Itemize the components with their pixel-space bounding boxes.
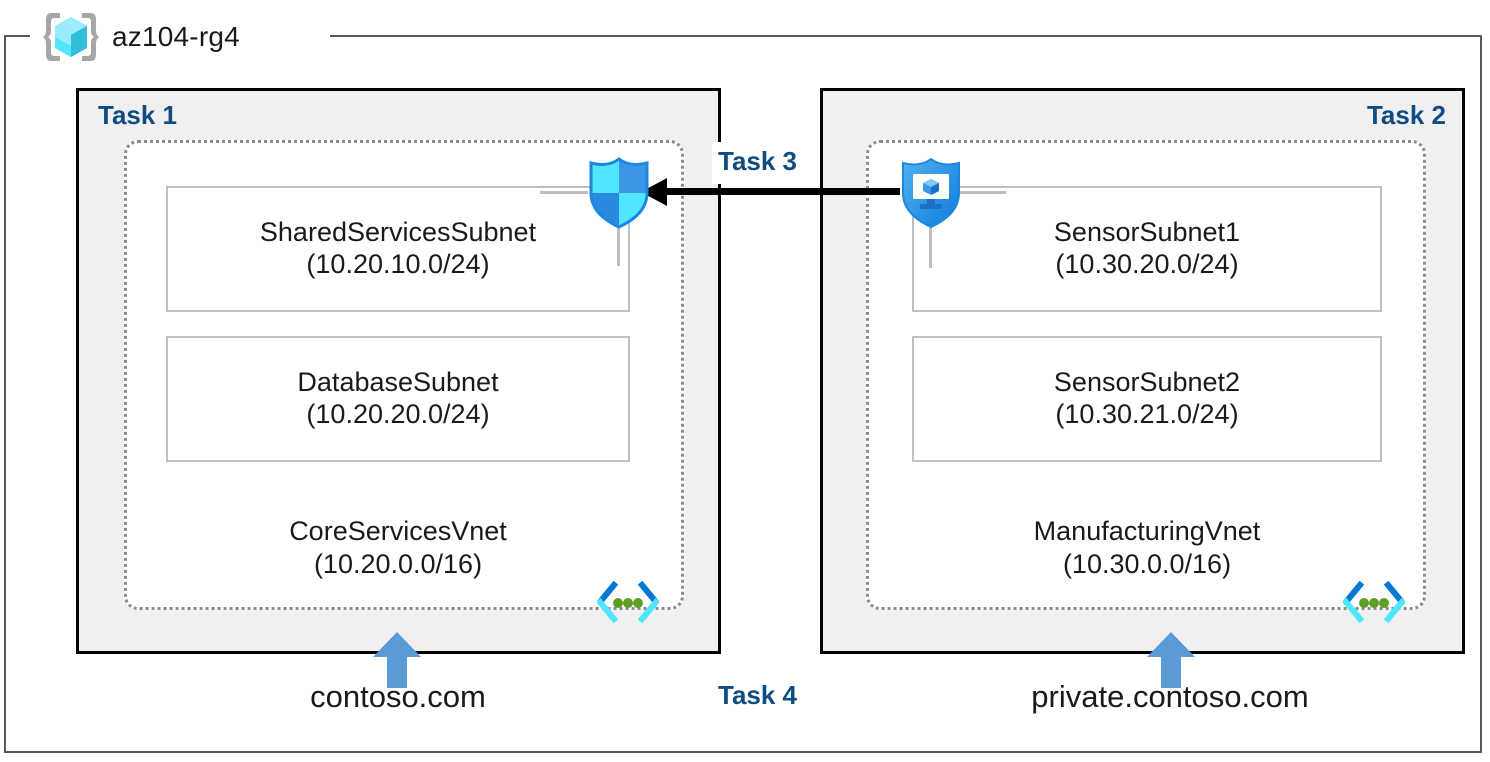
core-services-vnet-label: CoreServicesVnet (10.20.0.0/16) [166,515,630,581]
subnet-shared-services: SharedServicesSubnet (10.20.10.0/24) [166,186,630,312]
subnet-name: SensorSubnet1 [1053,217,1241,248]
vnet-name: CoreServicesVnet [289,516,507,546]
resource-group-header: az104-rg4 [42,8,240,66]
resource-group-frame [4,35,1482,753]
network-security-group-shield-icon [586,157,652,229]
subnet-name: SensorSubnet2 [1053,367,1241,398]
task-3-label-backdrop [712,142,820,184]
subnet-cidr: (10.30.21.0/24) [1055,399,1239,429]
dns-zone-private-contoso: private.contoso.com [1031,679,1309,714]
subnet-cidr: (10.20.10.0/24) [306,249,490,279]
task-4-label: Task 4 [718,680,798,710]
dns-zone-contoso: contoso.com [310,679,486,714]
vnet-name: ManufacturingVnet [1033,516,1261,546]
subnet-name: SharedServicesSubnet [259,217,537,248]
peering-arrow-line [666,188,900,195]
vnet-cidr: (10.30.0.0/16) [1062,548,1232,579]
nsg-connector-line-down [617,226,620,266]
resource-group-name: az104-rg4 [112,21,240,52]
nsg-connector-line-left [540,191,588,194]
vm-shield-connector-line-right [960,191,1006,194]
vm-shield-connector-line-down [929,226,932,268]
dns-link-arrow-contoso [373,632,421,688]
subnet-cidr: (10.20.20.0/24) [306,399,490,429]
dns-link-arrow-private-contoso [1147,632,1195,688]
azure-virtual-network-icon [1341,580,1407,625]
subnet-name: DatabaseSubnet [297,367,499,398]
task-1-label: Task 1 [98,100,178,130]
manufacturing-vnet-label: ManufacturingVnet (10.30.0.0/16) [912,515,1382,581]
azure-resource-group-cube-icon [42,10,100,64]
subnet-database: DatabaseSubnet (10.20.20.0/24) [166,336,630,462]
azure-virtual-network-icon [595,580,661,625]
task-2-label: Task 2 [1366,100,1446,130]
subnet-cidr: (10.30.20.0/24) [1055,249,1239,279]
subnet-sensor-2: SensorSubnet2 (10.30.21.0/24) [912,336,1382,462]
shield-vm-icon [898,157,964,229]
vnet-cidr: (10.20.0.0/16) [313,548,483,579]
subnet-sensor-1: SensorSubnet1 (10.30.20.0/24) [912,186,1382,312]
task-3-label: Task 3 [718,146,798,176]
